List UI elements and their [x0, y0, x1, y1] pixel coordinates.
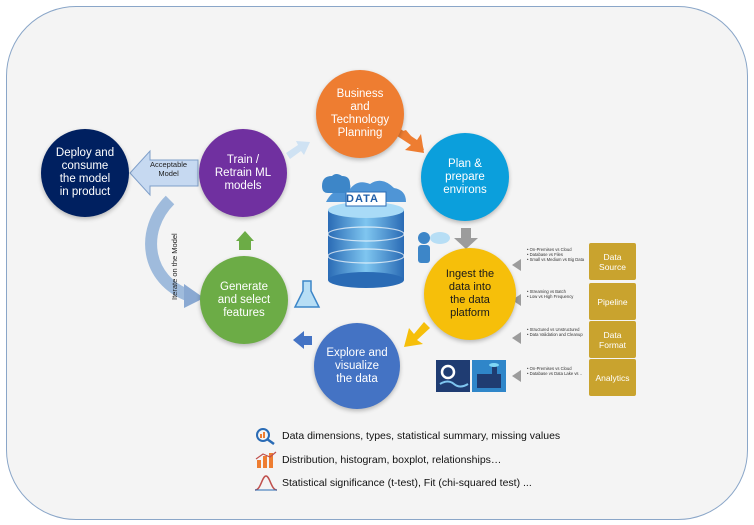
magnifier-chart-icon [256, 428, 275, 445]
arrow-acceptable-model [129, 149, 199, 197]
arrow-train-to-business [286, 141, 310, 159]
legend-item-dimensions: Data dimensions, types, statistical summ… [254, 427, 560, 445]
bar-chart-icon [255, 451, 277, 468]
node-explore-visualize: Explore and visualize the data [314, 323, 400, 409]
arrow-plan-to-ingest [454, 228, 478, 249]
pipeline-bullets: Streaming vs Batch Low vs High Frequency [527, 289, 585, 299]
arrow-ingest-to-explore [404, 322, 430, 347]
center-data-label: DATA [346, 193, 379, 205]
bell-curve-icon [254, 475, 278, 491]
pipeline-box: Pipeline [589, 283, 636, 320]
data-cylinder-icon [326, 180, 406, 288]
node-ingest-data: Ingest the data into the data platform [424, 248, 516, 340]
node-train-models: Train / Retrain ML models [199, 129, 287, 217]
node-plan-environs: Plan & prepare environs [421, 133, 509, 221]
arrow-explore-to-generate [293, 331, 304, 349]
flask-icon [293, 280, 321, 308]
data-source-bullets: On-Premises vs Cloud Database vs Files S… [527, 247, 585, 263]
person-key-icon [418, 232, 450, 263]
arrow-orange-blue [394, 128, 424, 153]
brain-icon [322, 174, 351, 193]
data-format-bullets: Structured vs Unstructured Data Validati… [527, 327, 585, 337]
legend-text-dimensions: Data dimensions, types, statistical summ… [282, 430, 561, 442]
node-deploy-model: Deploy and consume the model in product [41, 129, 129, 217]
gear-stream-icon [436, 360, 470, 392]
legend-item-significance: Statistical significance (t-test), Fit (… [254, 474, 532, 492]
analytics-box: Analytics [589, 359, 636, 396]
iterate-model-label: Iterate on the Model [170, 233, 179, 300]
analytics-bullets: On-Premises vs Cloud Database vs Data La… [527, 366, 585, 376]
legend-item-distribution: Distribution, histogram, boxplot, relati… [254, 451, 501, 469]
acceptable-model-label: Acceptable Model [150, 160, 188, 178]
arrow-generate-to-train [236, 231, 254, 248]
legend-text-significance: Statistical significance (t-test), Fit (… [282, 477, 532, 489]
data-source-box: Data Source [589, 243, 636, 280]
legend-text-distribution: Distribution, histogram, boxplot, relati… [282, 454, 502, 466]
arrow-iterate [145, 195, 193, 302]
node-business-planning: Business and Technology Planning [316, 70, 404, 158]
node-generate-features: Generate and select features [200, 256, 288, 344]
factory-icon [472, 360, 506, 392]
data-format-box: Data Format [589, 321, 636, 358]
